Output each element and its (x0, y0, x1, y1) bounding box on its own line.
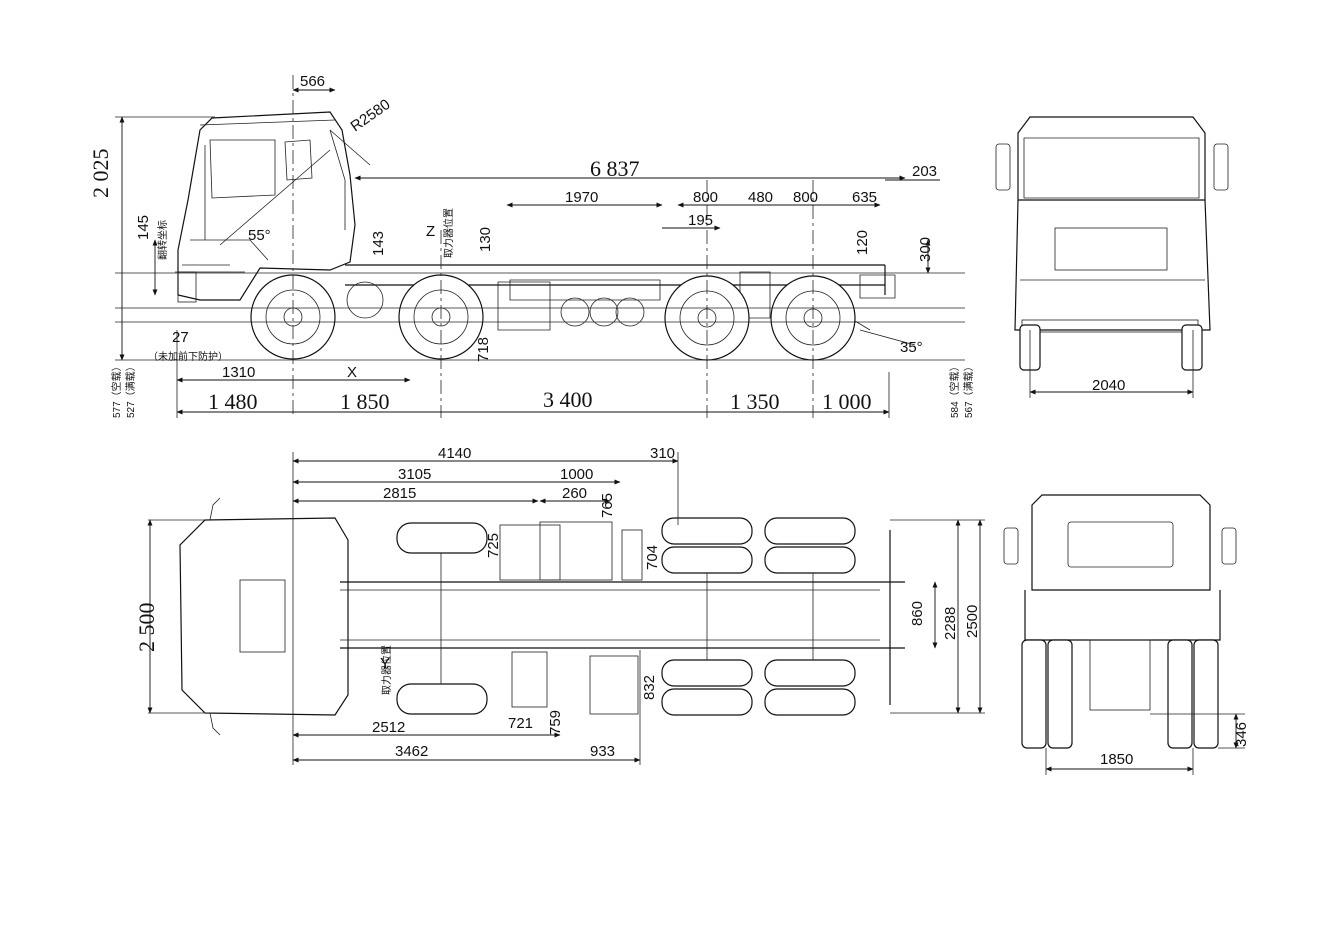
wb-1480-label: 1 480 (208, 389, 258, 414)
dim-130-label: 130 (477, 227, 494, 252)
dim-2512-label: 2512 (372, 719, 405, 736)
dim-933-label: 933 (590, 743, 615, 760)
steer-sensor-label: 翻转坐标 (156, 220, 169, 260)
dim-759-label: 759 (547, 710, 564, 735)
tilt-angle-label: 55° (248, 227, 271, 244)
dim-566-label: 566 (300, 73, 325, 90)
dim-1310-label: 1310 (222, 364, 255, 381)
dim-1970-label: 1970 (565, 189, 598, 206)
rear-empty-label: 584（空载） (948, 361, 961, 418)
dim-704-label: 704 (644, 545, 661, 570)
bumper-note: （未加前下防护） (148, 350, 228, 363)
rear-view: 1850 346 (1003, 494, 1250, 775)
pto-marker: Z (426, 223, 435, 240)
dim-2288-label: 2288 (942, 607, 959, 640)
dim-480-label: 480 (748, 189, 773, 206)
side-view: 2 025 566 R2580 6 837 1970 800 480 800 6… (88, 73, 975, 418)
departure-angle-label: 35° (900, 339, 923, 356)
x-marker: X (347, 364, 357, 381)
rear-full-label: 567（满载） (963, 361, 975, 418)
dim-27-label: 27 (172, 329, 189, 346)
dim-4140-label: 4140 (438, 445, 471, 462)
top-width-label: 2 500 (134, 603, 159, 653)
top-pto-label: 取力器位置 (380, 645, 393, 695)
dim-2500-right-label: 2500 (964, 605, 981, 638)
dim-143-label: 143 (370, 231, 387, 256)
front-view: 2040 (995, 116, 1229, 398)
wb-3400-label: 3 400 (543, 387, 593, 412)
front-empty-label: 577（空载） (110, 361, 123, 418)
dim-832-label: 832 (641, 675, 658, 700)
pto-label: 取力器位置 (442, 208, 455, 258)
ground-clearance-label: 346 (1233, 722, 1250, 747)
rear-track-label: 1850 (1100, 751, 1133, 768)
dim-2815-label: 2815 (383, 485, 416, 502)
side-cab (175, 111, 356, 303)
dim-300-label: 300 (917, 237, 934, 262)
dim-1000-label: 1000 (560, 466, 593, 483)
dim-765-label: 765 (599, 493, 616, 518)
wb-1850-label: 1 850 (340, 389, 390, 414)
y-marker: Y (380, 655, 390, 672)
wb-1000-label: 1 000 (822, 389, 872, 414)
dim-800a-label: 800 (693, 189, 718, 206)
side-wheels (250, 274, 856, 361)
dim-195-label: 195 (688, 212, 713, 229)
dim-725-label: 725 (485, 533, 502, 558)
cab-height-label: 2 025 (88, 149, 113, 199)
overall-length-label: 6 837 (590, 156, 640, 181)
dim-800b-label: 800 (793, 189, 818, 206)
dim-721-label: 721 (508, 715, 533, 732)
dim-310-label: 310 (650, 445, 675, 462)
turn-radius-label: R2580 (348, 96, 394, 135)
dim-203-label: 203 (912, 163, 937, 180)
dim-860-label: 860 (909, 601, 926, 626)
dim-260-label: 260 (562, 485, 587, 502)
top-cab (179, 517, 349, 716)
wb-1350-label: 1 350 (730, 389, 780, 414)
dim-635-label: 635 (852, 189, 877, 206)
dim-3105-label: 3105 (398, 466, 431, 483)
dim-145-label: 145 (135, 215, 152, 240)
dim-718-label: 718 (475, 337, 492, 362)
front-track-label: 2040 (1092, 377, 1125, 394)
dim-3462-label: 3462 (395, 743, 428, 760)
top-view: 2 500 4140 3105 1000 310 2815 260 765 72… (134, 445, 985, 765)
front-full-label: 527（满载） (125, 361, 137, 418)
dim-120-label: 120 (854, 230, 871, 255)
